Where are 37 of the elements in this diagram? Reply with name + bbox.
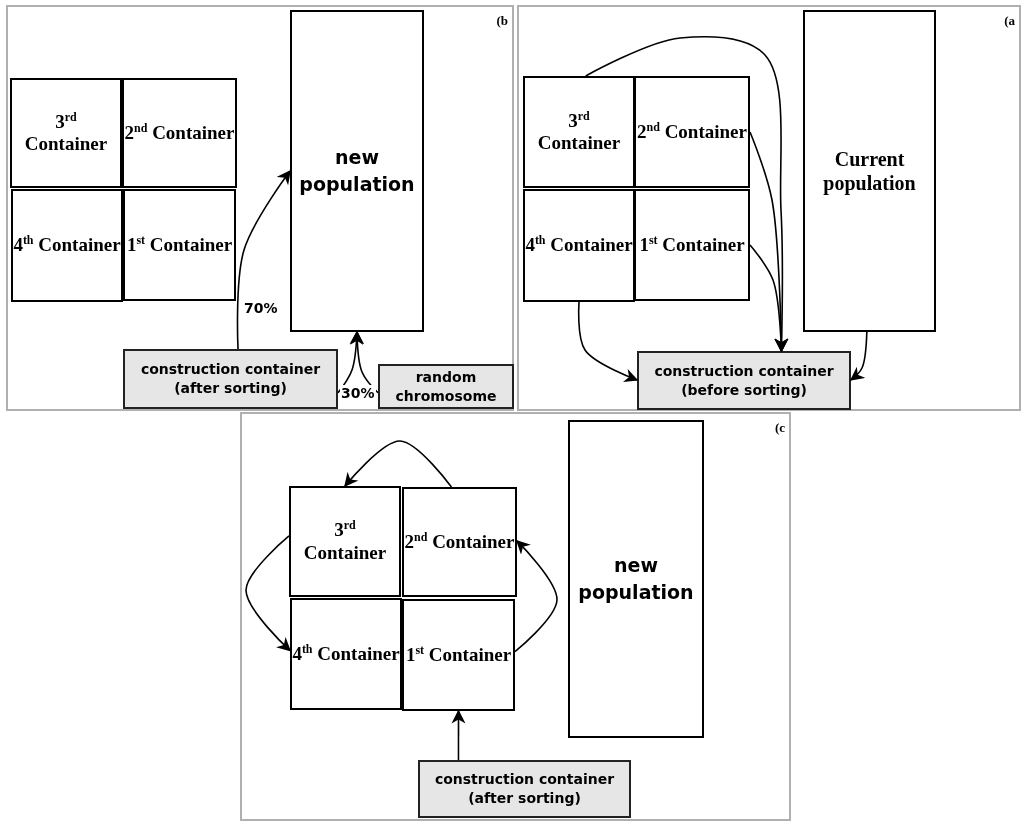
panel-label: (a <box>1004 13 1015 29</box>
construction-box: construction container (before sorting) <box>637 351 851 410</box>
panel-frame <box>517 5 1021 411</box>
container-box: 1$^{st}$ Container <box>634 189 750 301</box>
panel-label: (b <box>496 13 508 29</box>
container-box: 1$^{st}$ Container <box>123 189 236 301</box>
container-box: 2$^{nd}$ Container <box>402 487 517 597</box>
arrow <box>236 169 291 350</box>
panel-frame <box>6 5 514 411</box>
container-box: 4$^{th}$ Container <box>11 189 123 302</box>
panel-frame <box>240 412 791 821</box>
population-box: Current population <box>803 10 936 332</box>
construction-box: construction container (after sorting) <box>418 760 631 818</box>
edge-label: 30% <box>340 385 376 401</box>
container-box: 4$^{th}$ Container <box>523 189 635 302</box>
container-box: 2$^{nd}$ Container <box>634 76 750 188</box>
arrow <box>514 539 558 653</box>
arrow <box>337 330 364 394</box>
panel-label: (c <box>774 420 785 436</box>
population-box: new population <box>290 10 424 332</box>
container-box: 3$^{rd}$ Container <box>523 76 635 188</box>
arrow <box>749 244 789 353</box>
container-box: 3$^{rd}$ Container <box>289 486 401 597</box>
edge-label: 70% <box>243 300 279 316</box>
arrow <box>577 301 639 382</box>
arrow <box>849 331 868 381</box>
construction-box: construction container (after sorting) <box>123 349 338 409</box>
population-box: new population <box>568 420 704 738</box>
random-chromosome-box: random chromosome <box>378 364 514 409</box>
container-box: 2$^{nd}$ Container <box>122 78 237 188</box>
arrow <box>344 440 453 488</box>
arrow <box>451 709 466 761</box>
arrow <box>350 330 379 394</box>
container-box: 1$^{st}$ Container <box>402 599 515 711</box>
container-box: 4$^{th}$ Container <box>290 598 402 710</box>
container-box: 3$^{rd}$ Container <box>10 78 122 188</box>
arrow <box>245 535 291 652</box>
